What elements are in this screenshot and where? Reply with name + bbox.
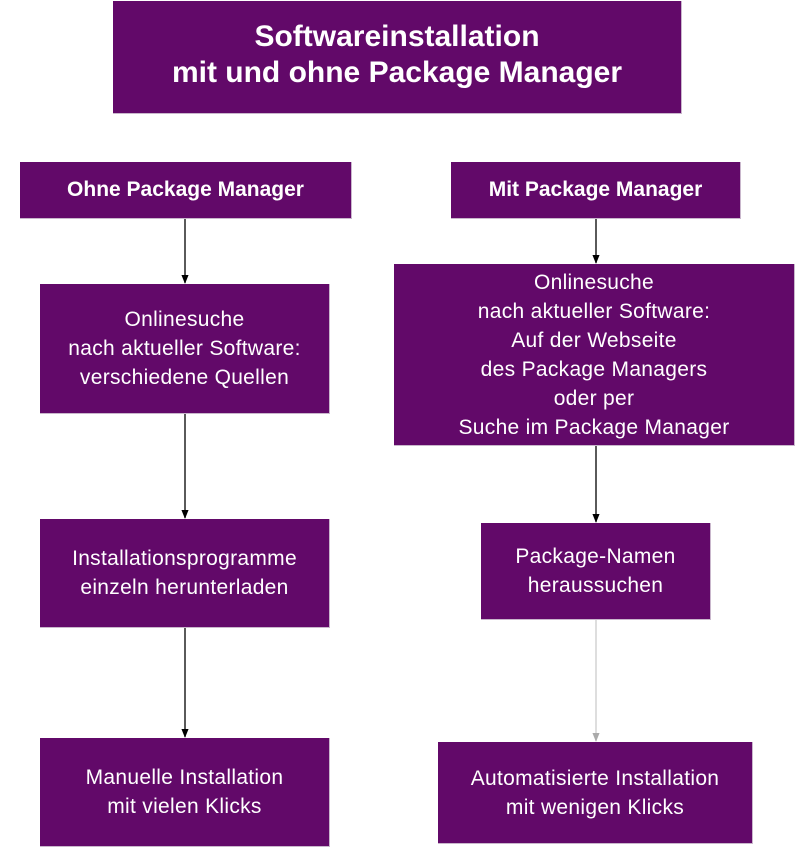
diagram-title: Softwareinstallation mit und ohne Packag… — [113, 1, 682, 114]
left-column-heading: Ohne Package Manager — [20, 162, 352, 219]
left-step-2-box: Installationsprogramme einzeln herunterl… — [40, 519, 330, 628]
right-step-2-line-1: Package-Namen — [515, 545, 676, 568]
right-step-1-line-6: Suche im Package Manager — [458, 415, 730, 439]
left-step-1-box: Onlinesuche nach aktueller Software: ver… — [40, 284, 330, 414]
right-column-heading: Mit Package Manager — [451, 162, 741, 219]
right-step-3-line-2: mit wenigen Klicks — [505, 795, 685, 819]
right-step-3-box: Automatisierte Installation mit wenigen … — [438, 742, 753, 844]
left-step-1-line-2: nach aktueller Software: — [68, 337, 301, 360]
right-step-3-line-1: Automatisierte Installation — [470, 766, 720, 790]
title-line-2: mit und ohne Package Manager — [171, 56, 623, 89]
right-step-1-line-4: des Package Managers — [480, 357, 708, 381]
right-step-2-box: Package-Namen heraussuchen — [481, 523, 711, 620]
right-heading-label: Mit Package Manager — [488, 178, 703, 201]
right-step-1-line-3: Auf der Webseite — [511, 328, 677, 352]
left-step-3-box: Manuelle Installation mit vielen Klicks — [40, 738, 330, 847]
right-step-2-line-2: heraussuchen — [527, 574, 664, 597]
right-step-1-box: Onlinesuche nach aktueller Software: Auf… — [394, 264, 795, 446]
left-heading-label: Ohne Package Manager — [67, 178, 304, 201]
left-step-2-line-1: Installationsprogramme — [72, 547, 297, 570]
right-step-1-line-1: Onlinesuche — [533, 270, 655, 294]
left-step-1-line-1: Onlinesuche — [124, 308, 245, 331]
left-step-3-line-1: Manuelle Installation — [85, 766, 284, 789]
left-step-1-line-3: verschiedene Quellen — [79, 366, 290, 389]
right-step-1-line-5: oder per — [553, 386, 635, 410]
left-step-3-line-2: mit vielen Klicks — [107, 795, 262, 818]
right-step-1-line-2: nach aktueller Software: — [477, 299, 711, 323]
left-step-2-line-2: einzeln herunterladen — [80, 576, 289, 599]
title-line-1: Softwareinstallation — [254, 20, 540, 53]
